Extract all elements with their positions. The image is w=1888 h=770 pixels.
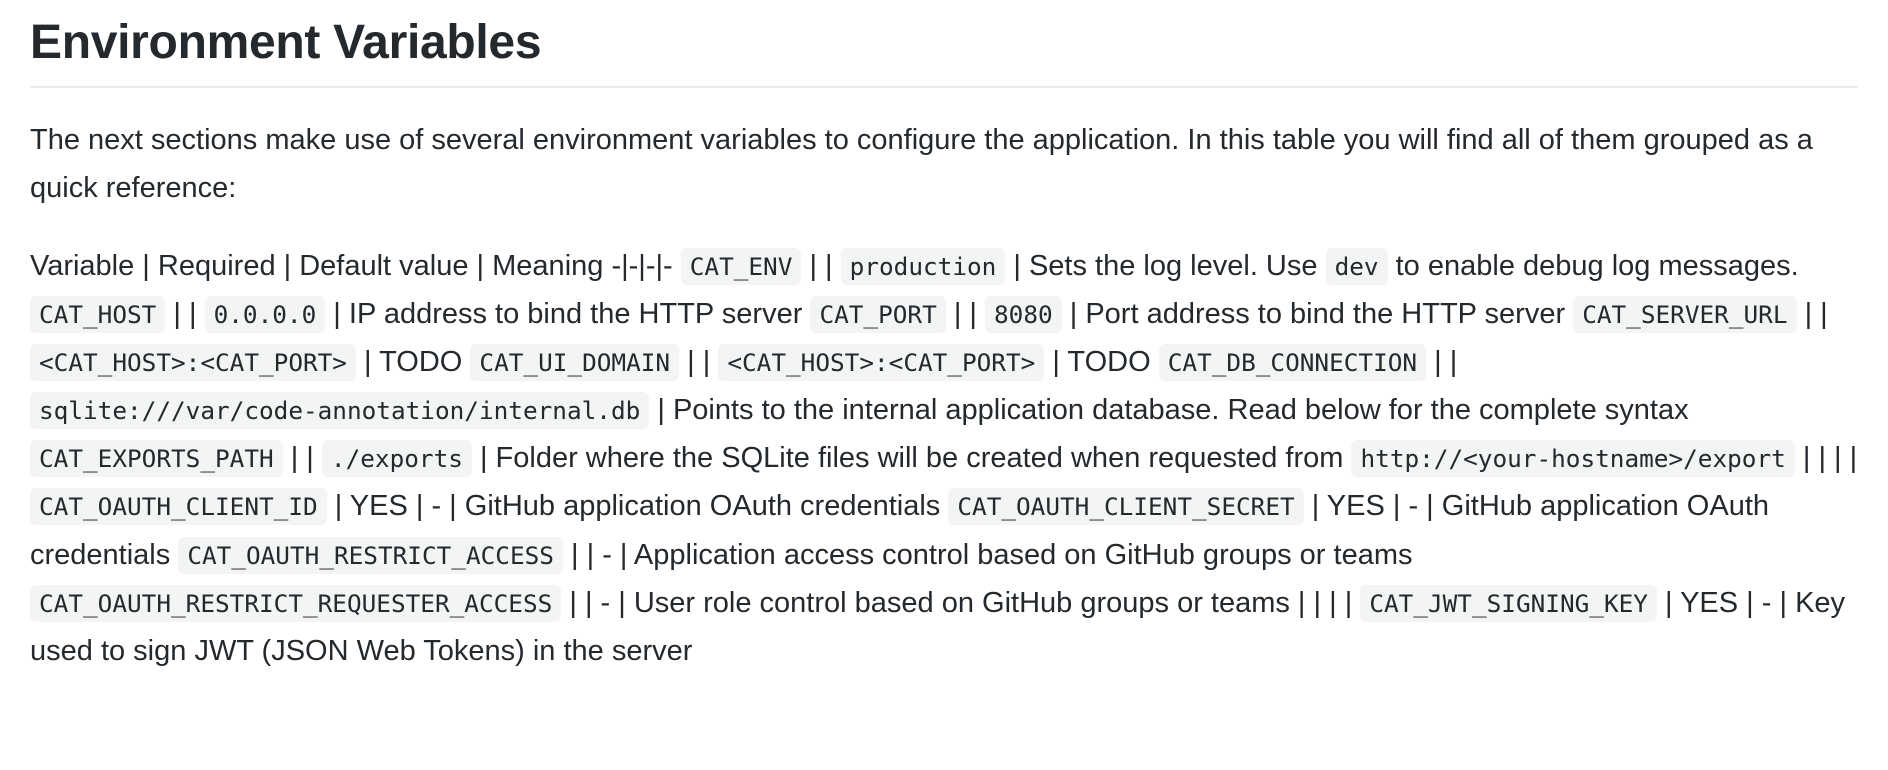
text-run: | | — [801, 249, 841, 282]
inline-code: 0.0.0.0 — [204, 295, 326, 333]
inline-code: CAT_DB_CONNECTION — [1158, 344, 1427, 382]
page-title: Environment Variables — [30, 14, 1858, 88]
inline-code: CAT_PORT — [810, 295, 946, 333]
text-run: | Port address to bind the HTTP server — [1061, 297, 1574, 330]
text-run: | YES | - | Key used to sign JWT (JSON W… — [30, 586, 1846, 667]
text-run: | YES | - | GitHub application OAuth cre… — [30, 490, 1770, 571]
inline-code: sqlite:///var/code-annotation/internal.d… — [30, 392, 650, 430]
text-run: | | | | — [1794, 442, 1858, 475]
text-run: | | — [679, 346, 719, 379]
text-run: | TODO — [1044, 346, 1159, 379]
text-run: | | - | User role control based on GitHu… — [561, 586, 1361, 619]
inline-code: ./exports — [321, 440, 472, 478]
text-run: | Points to the internal application dat… — [649, 394, 1689, 427]
text-run: | Sets the log level. Use — [1005, 249, 1326, 282]
inline-code: CAT_JWT_SIGNING_KEY — [1360, 584, 1657, 622]
inline-code: CAT_OAUTH_CLIENT_ID — [30, 488, 327, 526]
text-run: Variable | Required | Default value | Me… — [30, 249, 681, 282]
inline-code: CAT_OAUTH_RESTRICT_ACCESS — [178, 536, 563, 574]
inline-code: production — [840, 247, 1006, 285]
text-run: | | — [282, 442, 322, 475]
text-run: | | — [945, 297, 986, 330]
inline-code: CAT_EXPORTS_PATH — [30, 440, 283, 478]
inline-code: CAT_ENV — [680, 247, 802, 285]
inline-code: CAT_UI_DOMAIN — [470, 344, 680, 382]
inline-code: dev — [1325, 247, 1388, 285]
text-run: | | - | Application access control based… — [562, 538, 1413, 571]
text-run: | IP address to bind the HTTP server — [325, 297, 811, 330]
text-run: | YES | - | GitHub application OAuth cre… — [326, 490, 949, 523]
inline-code: CAT_OAUTH_RESTRICT_REQUESTER_ACCESS — [30, 584, 562, 622]
text-run: | | — [1426, 346, 1458, 379]
inline-code: CAT_SERVER_URL — [1573, 295, 1797, 333]
text-run: | Folder where the SQLite files will be … — [471, 442, 1352, 475]
inline-code: CAT_HOST — [30, 295, 166, 333]
text-run: | | — [165, 297, 205, 330]
inline-code: http://<your-hostname>/export — [1351, 440, 1795, 478]
text-run: | TODO — [355, 346, 471, 379]
intro-paragraph: The next sections make use of several en… — [30, 123, 1813, 204]
inline-code: <CAT_HOST>:<CAT_PORT> — [30, 344, 356, 382]
text-run: | | — [1796, 297, 1828, 330]
env-table-paragraph: Variable | Required | Default value | Me… — [30, 242, 1858, 675]
text-run: to enable debug log messages. — [1387, 249, 1799, 282]
inline-code: CAT_OAUTH_CLIENT_SECRET — [948, 488, 1304, 526]
inline-code: <CAT_HOST>:<CAT_PORT> — [718, 344, 1045, 382]
inline-code: 8080 — [985, 295, 1062, 333]
